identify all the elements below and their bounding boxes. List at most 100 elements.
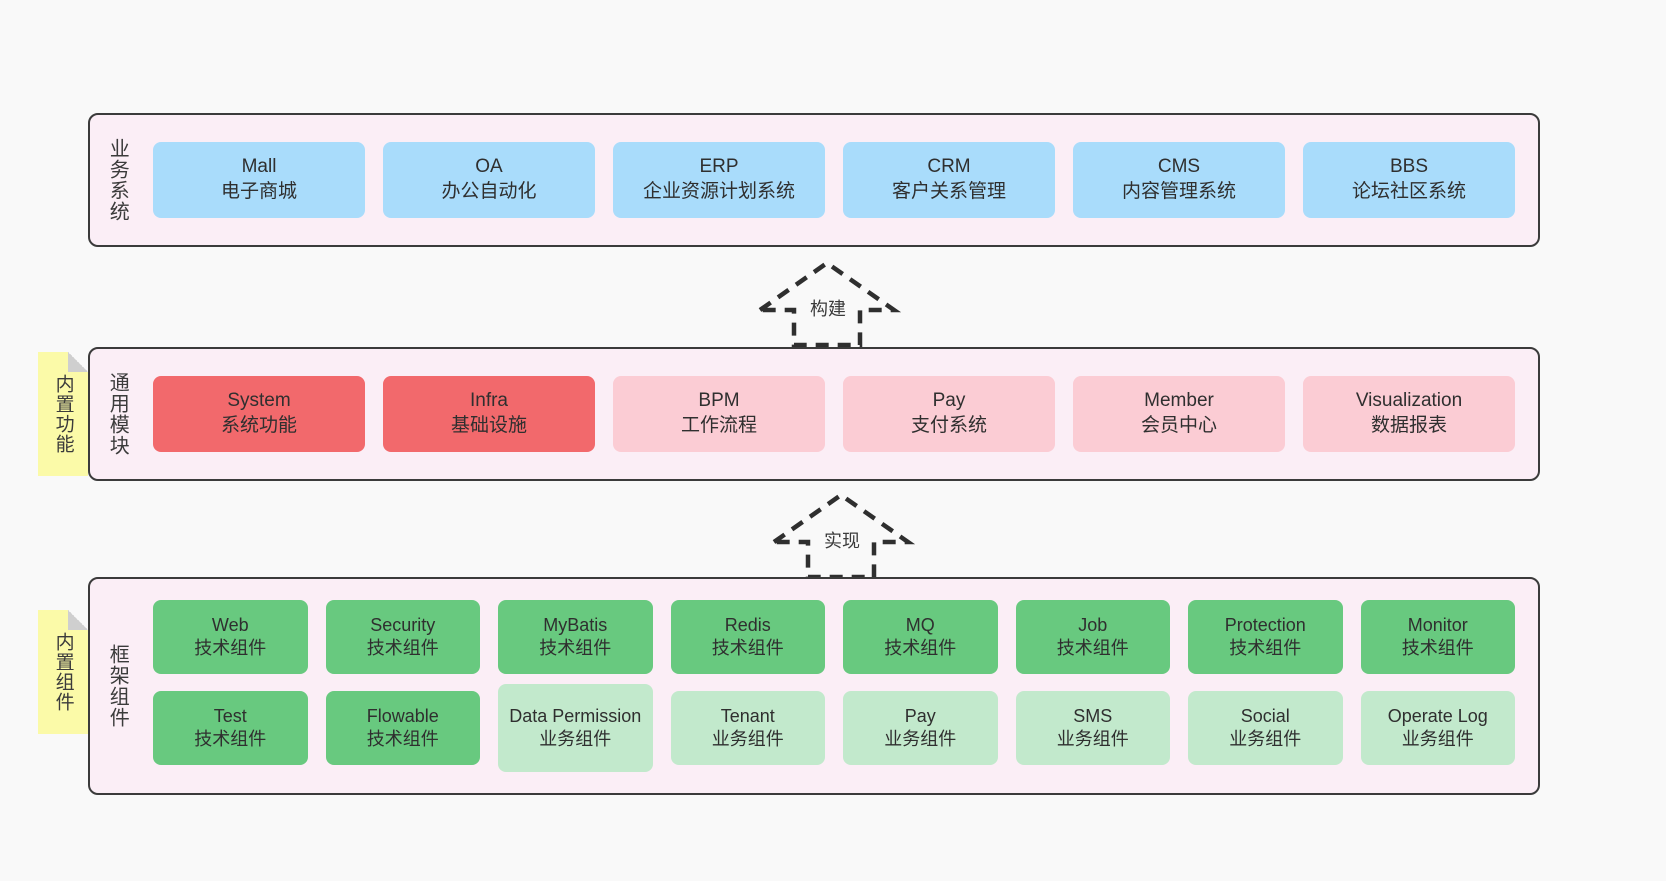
card-crm[interactable]: CRM 客户关系管理 — [843, 142, 1055, 218]
layer-body-business: Mall 电子商城 OA 办公自动化 ERP 企业资源计划系统 CRM 客户关系… — [144, 115, 1538, 245]
arrow-build-icon — [752, 260, 902, 348]
card-visualization[interactable]: Visualization 数据报表 — [1303, 376, 1515, 452]
card-member[interactable]: Member 会员中心 — [1073, 376, 1285, 452]
card-subtitle: 业务组件 — [1229, 729, 1302, 749]
arrow-implement-label: 实现 — [824, 531, 860, 551]
card-subtitle: 系统功能 — [220, 415, 297, 436]
card-subtitle: 业务组件 — [1401, 729, 1474, 749]
sticky-note-builtin-features: 内置功能 — [38, 352, 88, 476]
card-title: Flowable — [366, 705, 439, 726]
card-subtitle: 内容管理系统 — [1121, 181, 1236, 202]
card-title: ERP — [699, 156, 739, 178]
card-subtitle: 技术组件 — [884, 638, 957, 658]
arrow-build-label: 构建 — [810, 299, 846, 319]
card-test[interactable]: Test 技术组件 — [153, 691, 308, 765]
card-subtitle: 客户关系管理 — [891, 181, 1006, 202]
card-redis[interactable]: Redis 技术组件 — [670, 600, 825, 674]
card-protection[interactable]: Protection 技术组件 — [1188, 600, 1343, 674]
card-subtitle: 支付系统 — [910, 415, 987, 436]
card-subtitle: 技术组件 — [1401, 638, 1474, 658]
card-social[interactable]: Social 业务组件 — [1188, 691, 1343, 765]
arrow-implement-icon — [766, 492, 916, 580]
card-title: Security — [370, 614, 436, 635]
card-subtitle: 业务组件 — [539, 729, 612, 749]
layer-title-framework: 框架组件 — [106, 644, 129, 728]
card-subtitle: 技术组件 — [539, 638, 612, 658]
sticky-note-builtin-components: 内置组件 — [38, 610, 88, 734]
layer-title-common: 通用模块 — [106, 372, 129, 456]
card-data-permission[interactable]: Data Permission 业务组件 — [498, 684, 653, 772]
card-mall[interactable]: Mall 电子商城 — [153, 142, 365, 218]
card-title: Tenant — [720, 705, 775, 726]
layer-common-modules: 通用模块 System 系统功能 Infra 基础设施 BPM 工作流程 Pay… — [88, 347, 1540, 481]
card-bpm[interactable]: BPM 工作流程 — [613, 376, 825, 452]
card-title: Redis — [724, 614, 771, 635]
card-operate-log[interactable]: Operate Log 业务组件 — [1360, 691, 1515, 765]
card-subtitle: 基础设施 — [450, 415, 527, 436]
card-subtitle: 工作流程 — [680, 415, 757, 436]
card-title: Visualization — [1355, 390, 1463, 412]
card-mq[interactable]: MQ 技术组件 — [843, 600, 998, 674]
sticky-note-label: 内置组件 — [52, 632, 74, 712]
card-title: Social — [1240, 705, 1290, 726]
layer-body-common: System 系统功能 Infra 基础设施 BPM 工作流程 Pay 支付系统… — [144, 349, 1538, 479]
sticky-note-label: 内置功能 — [52, 374, 74, 454]
card-subtitle: 业务组件 — [1056, 729, 1129, 749]
card-subtitle: 会员中心 — [1140, 415, 1217, 436]
card-tenant[interactable]: Tenant 业务组件 — [670, 691, 825, 765]
card-sms[interactable]: SMS 业务组件 — [1015, 691, 1170, 765]
card-title: CMS — [1157, 156, 1201, 178]
card-mybatis[interactable]: MyBatis 技术组件 — [498, 600, 653, 674]
layer-body-framework: Web 技术组件 Security 技术组件 MyBatis 技术组件 Redi… — [144, 579, 1538, 793]
card-job[interactable]: Job 技术组件 — [1015, 600, 1170, 674]
card-title: Operate Log — [1387, 705, 1488, 726]
card-title: OA — [475, 156, 503, 178]
card-web[interactable]: Web 技术组件 — [153, 600, 308, 674]
card-subtitle: 技术组件 — [194, 729, 267, 749]
card-title: BBS — [1389, 156, 1429, 178]
card-title: Infra — [469, 390, 509, 412]
card-subtitle: 技术组件 — [1056, 638, 1129, 658]
card-title: Pay — [932, 390, 966, 412]
card-title: Data Permission — [509, 705, 642, 726]
card-flowable[interactable]: Flowable 技术组件 — [325, 691, 480, 765]
card-system[interactable]: System 系统功能 — [153, 376, 365, 452]
card-subtitle: 论坛社区系统 — [1351, 181, 1466, 202]
card-title: Pay — [904, 705, 936, 726]
card-erp[interactable]: ERP 企业资源计划系统 — [613, 142, 825, 218]
layer-business-systems: 业务系统 Mall 电子商城 OA 办公自动化 ERP 企业资源计划系统 CRM… — [88, 113, 1540, 247]
card-subtitle: 企业资源计划系统 — [642, 181, 795, 202]
card-pay-component[interactable]: Pay 业务组件 — [843, 691, 998, 765]
framework-row-tech: Web 技术组件 Security 技术组件 MyBatis 技术组件 Redi… — [144, 600, 1524, 674]
card-subtitle: 办公自动化 — [441, 181, 537, 202]
card-title: Member — [1144, 390, 1214, 412]
card-infra[interactable]: Infra 基础设施 — [383, 376, 595, 452]
card-title: BPM — [698, 390, 740, 412]
arrow-build: 构建 — [752, 255, 902, 350]
card-subtitle: 技术组件 — [366, 638, 439, 658]
card-title: System — [227, 390, 291, 412]
card-security[interactable]: Security 技术组件 — [325, 600, 480, 674]
card-title: Monitor — [1407, 614, 1468, 635]
framework-row-business: Test 技术组件 Flowable 技术组件 Data Permission … — [144, 684, 1524, 772]
card-title: Mall — [241, 156, 277, 178]
layer-title-business: 业务系统 — [106, 138, 129, 222]
card-title: Job — [1078, 614, 1108, 635]
card-oa[interactable]: OA 办公自动化 — [383, 142, 595, 218]
card-subtitle: 技术组件 — [366, 729, 439, 749]
card-bbs[interactable]: BBS 论坛社区系统 — [1303, 142, 1515, 218]
card-cms[interactable]: CMS 内容管理系统 — [1073, 142, 1285, 218]
card-pay-module[interactable]: Pay 支付系统 — [843, 376, 1055, 452]
card-subtitle: 数据报表 — [1370, 415, 1447, 436]
card-monitor[interactable]: Monitor 技术组件 — [1360, 600, 1515, 674]
card-subtitle: 技术组件 — [1229, 638, 1302, 658]
card-title: Web — [211, 614, 249, 635]
card-title: Protection — [1224, 614, 1306, 635]
card-title: SMS — [1073, 705, 1113, 726]
layer-framework-components: 框架组件 Web 技术组件 Security 技术组件 MyBatis 技术组件… — [88, 577, 1540, 795]
card-subtitle: 技术组件 — [711, 638, 784, 658]
card-subtitle: 技术组件 — [194, 638, 267, 658]
arrow-implement: 实现 — [766, 487, 916, 582]
card-title: CRM — [927, 156, 971, 178]
card-title: Test — [213, 705, 247, 726]
